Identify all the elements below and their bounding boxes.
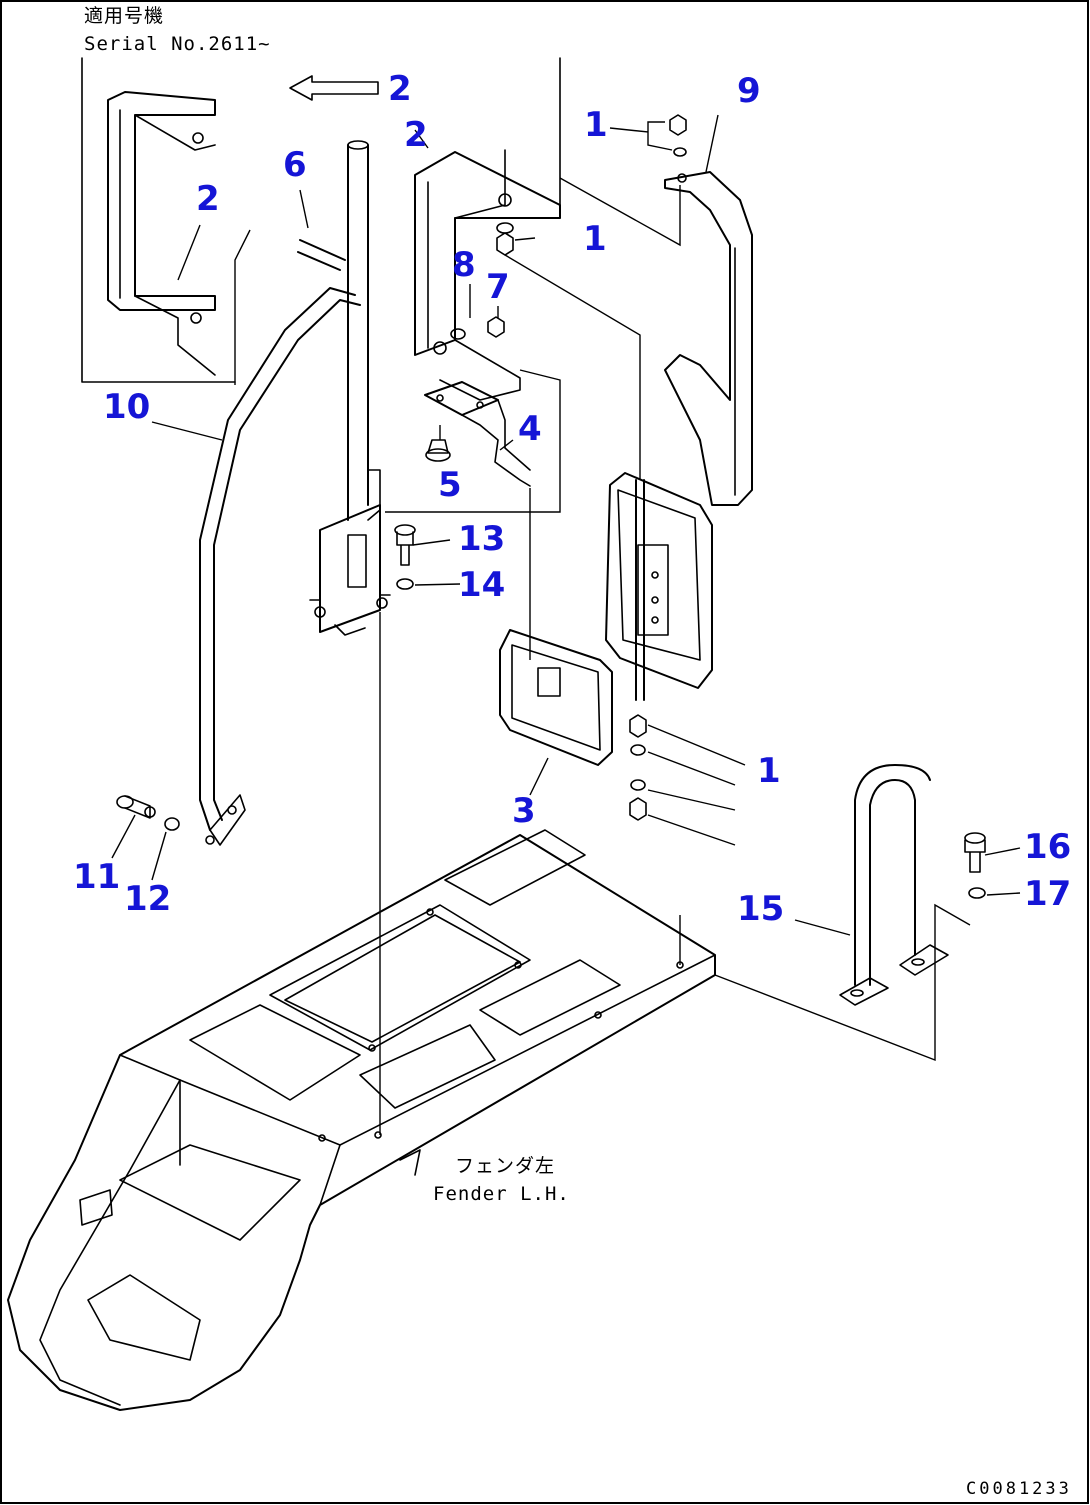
- fender-label-en: Fender L.H.: [433, 1183, 570, 1205]
- fastener-stack-1: [629, 714, 647, 821]
- serial-note-jp: 適用号機: [84, 5, 164, 27]
- callout-2-inset: 2: [196, 179, 220, 219]
- drawing-code: C0081233: [966, 1479, 1072, 1499]
- leader-lines: [234, 177, 971, 1135]
- nut-7-icon: [487, 316, 505, 338]
- cover-9: [664, 171, 753, 506]
- callout-9: 9: [737, 71, 761, 111]
- callout-4: 4: [518, 409, 542, 449]
- washer-1-icon: [496, 222, 514, 234]
- callout-11: 11: [73, 857, 120, 897]
- washer-14-icon: [396, 578, 414, 590]
- callout-10: 10: [103, 387, 150, 427]
- washer-12-icon: [164, 817, 180, 831]
- callout-6: 6: [283, 145, 307, 185]
- callout-8: 8: [452, 245, 476, 285]
- cap-nut-icon: [669, 114, 687, 157]
- screw-5-icon: [425, 439, 451, 462]
- post-mounting-plate: [309, 504, 391, 636]
- inset-box-left: [81, 57, 236, 383]
- small-mirror-3: [499, 629, 613, 766]
- mirror-bracket-2: [414, 149, 561, 401]
- nut-1-icon: [496, 232, 514, 256]
- bolt-13-icon: [394, 524, 416, 566]
- fender-lh: [7, 829, 716, 1411]
- callout-1-mid: 1: [583, 219, 607, 259]
- callout-17: 17: [1024, 874, 1071, 914]
- serial-note-en: Serial No.2611~: [84, 33, 271, 55]
- callout-1-top: 1: [584, 105, 608, 145]
- callout-12: 12: [124, 879, 171, 919]
- callout-5: 5: [438, 465, 462, 505]
- left-arrow-icon: [289, 75, 379, 101]
- grab-handle-15: [839, 764, 949, 1006]
- washer-17-icon: [968, 887, 986, 899]
- bolt-16-icon: [964, 832, 986, 873]
- fender-label-jp: フェンダ左: [455, 1155, 555, 1177]
- handrail-10: [199, 239, 361, 846]
- callout-16: 16: [1024, 827, 1071, 867]
- callout-3: 3: [512, 791, 536, 831]
- inset-bracket-part: [107, 91, 216, 376]
- callout-13: 13: [458, 519, 505, 559]
- callout-1-bottom: 1: [757, 751, 781, 791]
- callout-2-main: 2: [404, 115, 428, 155]
- callout-7: 7: [486, 267, 510, 307]
- callout-2-arrow: 2: [388, 69, 412, 109]
- bolt-11-icon: [116, 795, 156, 819]
- mirror-body: [605, 472, 713, 701]
- bracket-4: [424, 381, 531, 487]
- washer-8-icon: [450, 328, 466, 340]
- vertical-post: [347, 140, 381, 521]
- callout-leaders: [111, 114, 1021, 936]
- callout-15: 15: [737, 889, 784, 929]
- callout-14: 14: [458, 565, 505, 605]
